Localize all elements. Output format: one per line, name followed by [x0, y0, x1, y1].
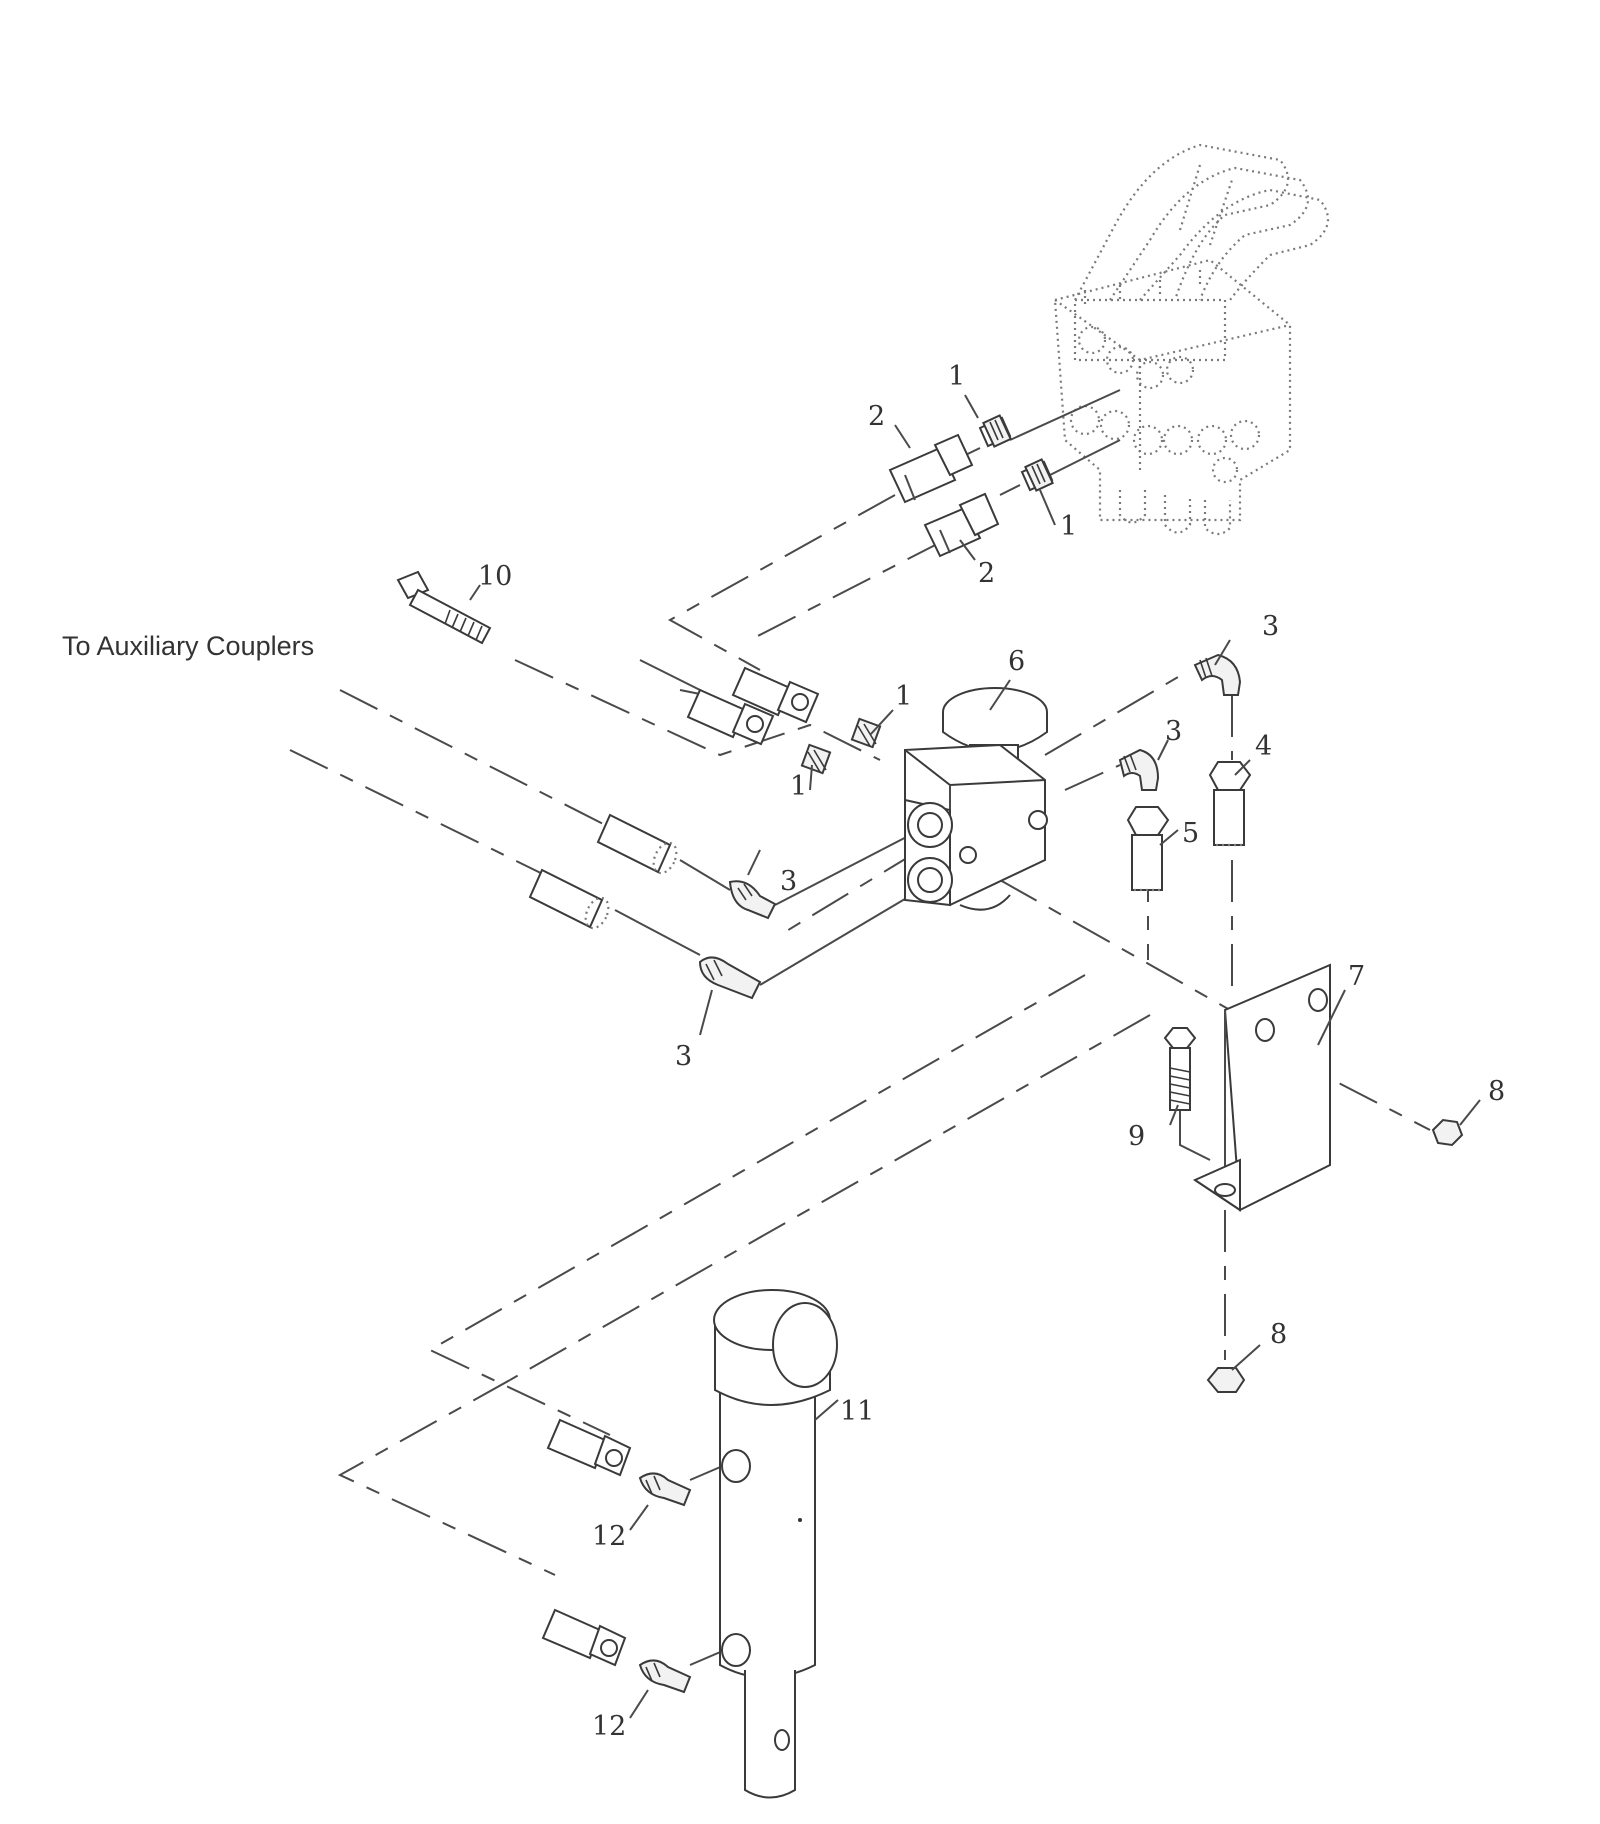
callout-leaders	[469, 394, 1481, 1719]
callout-1-upper: 1	[948, 361, 965, 392]
leader-valve-lower	[1039, 439, 1121, 481]
callout-4: 4	[1255, 731, 1272, 762]
callout-3-right-lower: 3	[1165, 716, 1182, 747]
elbow-fitting-3-left-upper	[728, 880, 777, 920]
hose-end-lower-diverter	[686, 688, 775, 746]
callout-8-lower: 8	[1270, 1319, 1287, 1350]
hose-end-2-upper	[888, 433, 974, 504]
elbow-fitting-12-lower	[638, 1659, 692, 1694]
elbow-fitting-3-right-upper	[1193, 653, 1242, 696]
callout-numbers: 1 1 1 1 2 2 3 3 3 3 4 5 6 7 8 8 9 10 11 …	[478, 361, 1505, 1742]
callout-2-lower: 2	[978, 558, 995, 589]
hose-end-cylinder-upper	[546, 1418, 632, 1477]
loader-control-valve	[1053, 143, 1330, 536]
callout-3-right-upper: 3	[1262, 611, 1279, 642]
hose-end-2-lower	[923, 492, 1000, 558]
hose-end-upper-diverter	[731, 666, 820, 724]
hose-end-5	[1126, 806, 1170, 892]
hose-routing-lines	[289, 389, 1431, 1666]
callout-11: 11	[840, 1396, 874, 1427]
callout-3-left-lower: 3	[675, 1041, 692, 1072]
bolt-10	[396, 570, 492, 645]
auxiliary-coupler-lower	[528, 868, 610, 930]
callout-3-left-upper: 3	[780, 866, 797, 897]
callout-1-lower: 1	[1060, 511, 1077, 542]
callout-1-diverter-upper: 1	[895, 681, 912, 712]
callout-8-right: 8	[1488, 1076, 1505, 1107]
hose-end-cylinder-lower	[541, 1608, 627, 1667]
nut-8-lower	[1206, 1367, 1246, 1393]
callout-1-diverter-lower: 1	[790, 771, 807, 802]
callout-9: 9	[1128, 1121, 1145, 1152]
callout-12-upper: 12	[592, 1521, 626, 1552]
hydraulic-cylinder-11	[713, 1289, 838, 1799]
bolt-9	[1163, 1027, 1197, 1111]
elbow-fitting-3-left-lower	[698, 956, 762, 1000]
callout-6: 6	[1008, 646, 1025, 677]
adapter-fitting-1-diverter-lower	[800, 743, 832, 775]
hose-end-4	[1208, 761, 1252, 847]
mounting-bracket-7	[1192, 963, 1331, 1212]
nut-8-right	[1431, 1118, 1464, 1147]
diverter-valve-6	[904, 687, 1048, 911]
adapter-fitting-1-upper	[978, 414, 1012, 448]
callout-2-upper: 2	[868, 401, 885, 432]
auxiliary-couplers-caption: To Auxiliary Couplers	[62, 631, 314, 661]
callout-10: 10	[478, 561, 512, 592]
callout-12-lower: 12	[592, 1711, 626, 1742]
hose-upper-route	[667, 494, 896, 671]
callout-5: 5	[1182, 818, 1199, 849]
leader-valve-upper	[1009, 389, 1121, 441]
callout-7: 7	[1348, 961, 1365, 992]
adapter-fitting-1-lower	[1020, 458, 1054, 492]
adapter-fitting-1-diverter-upper	[850, 717, 882, 749]
elbow-fitting-3-right-lower	[1118, 748, 1160, 791]
auxiliary-coupler-upper	[596, 813, 678, 875]
elbow-fitting-12-upper	[638, 1472, 692, 1507]
